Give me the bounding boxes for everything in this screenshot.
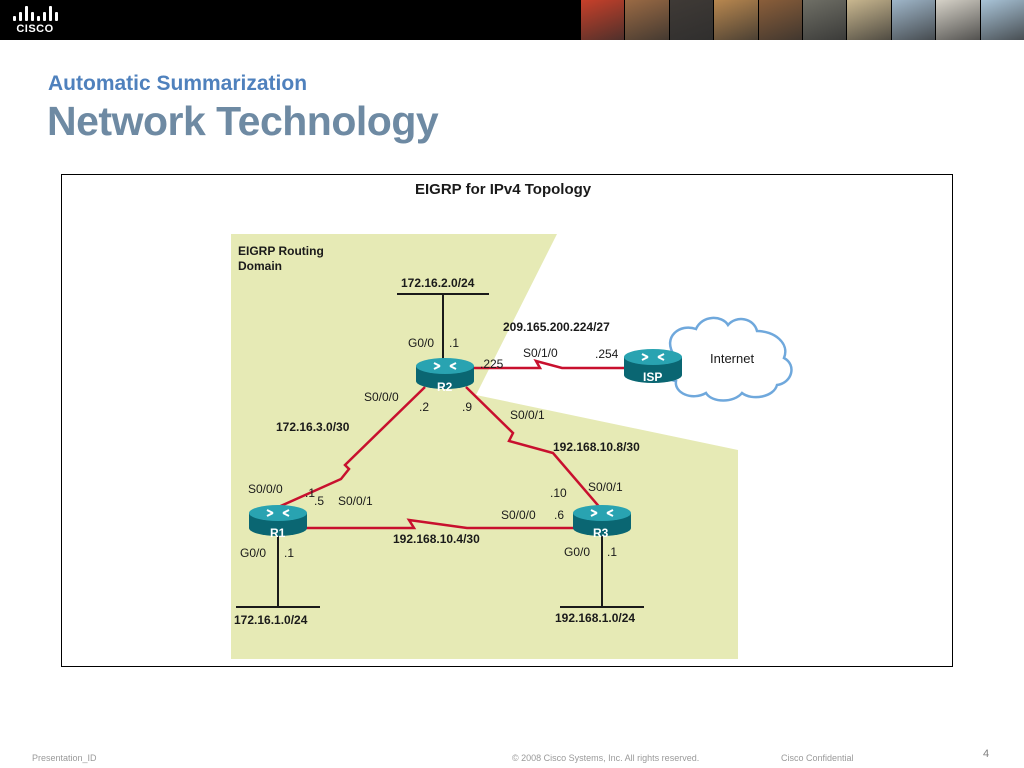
router-icon [416, 358, 474, 389]
internet-cloud-icon: Internet [662, 316, 793, 402]
internet-label: Internet [710, 351, 754, 366]
network-r3-lan: 192.168.1.0/24 [555, 611, 635, 625]
logo-wordmark: CISCO [16, 23, 54, 35]
r3-s000-label: S0/0/0 [501, 508, 536, 522]
router-r1-name: R1 [270, 526, 286, 540]
r3-lan-segment [560, 531, 644, 608]
r3-g00-label: G0/0 [564, 545, 590, 559]
serial-link-r2-r3 [465, 386, 603, 511]
network-r1-r2: 172.16.3.0/30 [276, 420, 350, 434]
network-r2-lan: 172.16.2.0/24 [401, 276, 475, 290]
r1-g00-label: G0/0 [240, 546, 266, 560]
eigrp-domain-area [231, 234, 738, 659]
serial-link-r2-isp [472, 359, 625, 370]
header-photo-7 [846, 0, 891, 40]
footer-confidential: Cisco Confidential [781, 753, 854, 763]
serial-link-r1-r2 [264, 386, 426, 515]
r3-g00-ip: .1 [607, 545, 617, 559]
r1-s001-label: S0/0/1 [338, 494, 373, 508]
router-isp: ISP [624, 349, 682, 384]
r2-s000-label: S0/0/0 [364, 390, 399, 404]
r2-s010-label: S0/1/0 [523, 346, 558, 360]
header-photo-3 [668, 0, 714, 40]
header-photo-5 [757, 0, 803, 40]
slide-title: Network Technology [47, 98, 439, 144]
r2-s001-ip: .9 [462, 400, 472, 414]
header-photo-2 [624, 0, 669, 40]
router-r2: R2 [416, 358, 474, 394]
r2-s010-ip: .225 [480, 357, 504, 371]
r1-lan-segment [236, 531, 320, 608]
topology-svg: EIGRP for IPv4 Topology EIGRP Routing Do… [231, 181, 793, 659]
network-r1-r3: 192.168.10.4/30 [393, 532, 480, 546]
header-photo-1 [580, 0, 625, 40]
diagram-title: EIGRP for IPv4 Topology [415, 181, 592, 198]
header-photo-strip [580, 0, 1024, 40]
header-photo-9 [935, 0, 980, 40]
serial-link-r1-r3 [294, 518, 574, 530]
r1-s001-ip: .5 [314, 494, 324, 508]
network-r2-isp: 209.165.200.224/27 [503, 320, 610, 334]
header-photo-10 [979, 0, 1024, 40]
r3-s001-label: S0/0/1 [588, 480, 623, 494]
topology-diagram: EIGRP for IPv4 Topology EIGRP Routing Do… [61, 174, 953, 667]
cisco-bridge-icon [13, 6, 59, 21]
cisco-logo: CISCO [12, 6, 62, 36]
r2-g00-ip: .1 [449, 336, 459, 350]
header-photo-6 [802, 0, 847, 40]
r1-s000-ip: .1 [305, 486, 315, 500]
slide-subtitle: Automatic Summarization [48, 72, 308, 95]
router-icon [249, 505, 307, 536]
network-r2-r3: 192.168.10.8/30 [553, 440, 640, 454]
domain-label-line2: Domain [238, 259, 282, 273]
r1-s000-label: S0/0/0 [248, 482, 283, 496]
footer-presentation-id: Presentation_ID [32, 753, 97, 763]
router-isp-name: ISP [643, 370, 662, 384]
header-photo-8 [890, 0, 936, 40]
domain-label-line1: EIGRP Routing [238, 244, 324, 258]
r2-g00-label: G0/0 [408, 336, 434, 350]
isp-ip: .254 [595, 347, 619, 361]
r2-lan-segment [397, 293, 489, 361]
router-r3: R3 [573, 505, 631, 540]
r3-s001-ip: .10 [550, 486, 567, 500]
network-r1-lan: 172.16.1.0/24 [234, 613, 308, 627]
r1-g00-ip: .1 [284, 546, 294, 560]
slide-number: 4 [983, 748, 990, 760]
router-r2-name: R2 [437, 380, 453, 394]
router-r3-name: R3 [593, 526, 609, 540]
footer-copyright: © 2008 Cisco Systems, Inc. All rights re… [512, 753, 700, 763]
router-icon [573, 505, 631, 536]
r2-s001-label: S0/0/1 [510, 408, 545, 422]
r2-s000-ip: .2 [419, 400, 429, 414]
router-icon [624, 349, 682, 383]
router-r1: R1 [249, 505, 307, 540]
r3-s000-ip: .6 [554, 508, 564, 522]
header-photo-4 [713, 0, 758, 40]
header-bar: CISCO [0, 0, 1024, 40]
